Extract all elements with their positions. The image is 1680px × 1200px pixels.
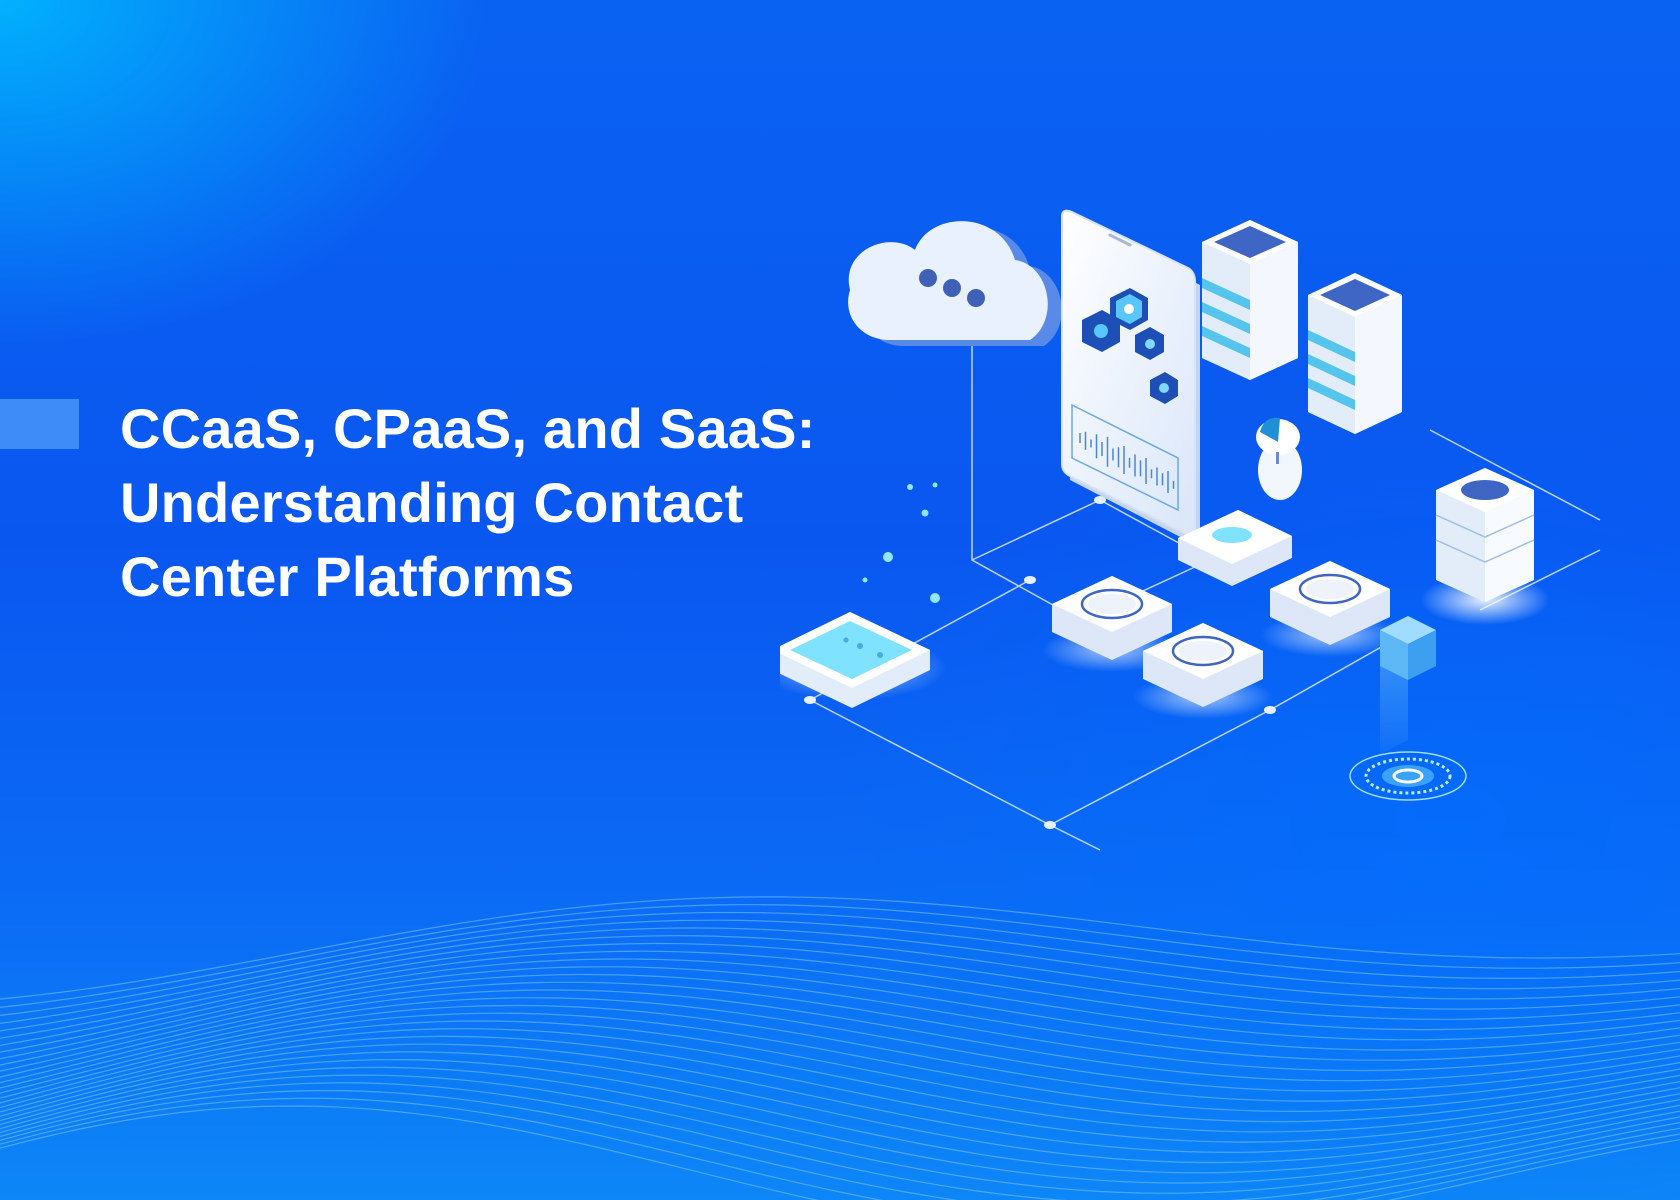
title-line-2: Understanding Contact [120, 471, 744, 534]
accent-bar [0, 399, 79, 449]
wave-line [0, 973, 1680, 1072]
wave-line [0, 935, 1680, 1039]
wave-line [0, 904, 1680, 1008]
wave-line [0, 1004, 1680, 1102]
wave-line [0, 942, 1680, 1046]
router-icon [1178, 510, 1292, 586]
wave-line [0, 950, 1680, 1053]
wave-line [0, 1028, 1680, 1133]
wave-line [0, 1051, 1680, 1164]
router-icon [1042, 576, 1182, 672]
robot-icon [1256, 417, 1302, 500]
wave-line [0, 958, 1680, 1060]
smartphone-icon [1061, 209, 1200, 542]
router-icon [780, 612, 947, 708]
wave-lines-decoration [0, 896, 1680, 1200]
router-icon [1133, 623, 1273, 719]
network-illustration [780, 209, 1601, 851]
wave-line [0, 1058, 1680, 1174]
wave-line [0, 1020, 1680, 1123]
wave-line [0, 1082, 1680, 1200]
data-cube-icon [1349, 616, 1467, 801]
server-rack-icon [1202, 220, 1298, 380]
network-nodes [804, 496, 1276, 829]
wave-line [0, 911, 1680, 1016]
wave-line [0, 1035, 1680, 1143]
particles [862, 482, 940, 603]
wave-line [0, 1074, 1680, 1194]
router-icon [1260, 561, 1400, 657]
wave-line [0, 966, 1680, 1066]
wave-line [0, 1043, 1680, 1153]
wave-line [0, 997, 1680, 1092]
wave-line [0, 1097, 1680, 1200]
title-line-3: Center Platforms [120, 545, 575, 608]
cloud-chat-icon [848, 221, 1062, 346]
wave-line [0, 1090, 1680, 1200]
wave-line [0, 1066, 1680, 1184]
page-title: CCaaS, CPaaS, and SaaS: Understanding Co… [120, 392, 880, 614]
wave-line [0, 927, 1680, 1032]
wave-line [0, 989, 1680, 1084]
server-rack-icon [1420, 468, 1550, 625]
title-line-1: CCaaS, CPaaS, and SaaS: [120, 397, 816, 460]
wave-line [0, 919, 1680, 1024]
server-rack-icon [1308, 273, 1402, 434]
wave-line [0, 1012, 1680, 1113]
wave-line [0, 1105, 1680, 1200]
wave-line [0, 896, 1680, 1000]
wave-line [0, 981, 1680, 1078]
